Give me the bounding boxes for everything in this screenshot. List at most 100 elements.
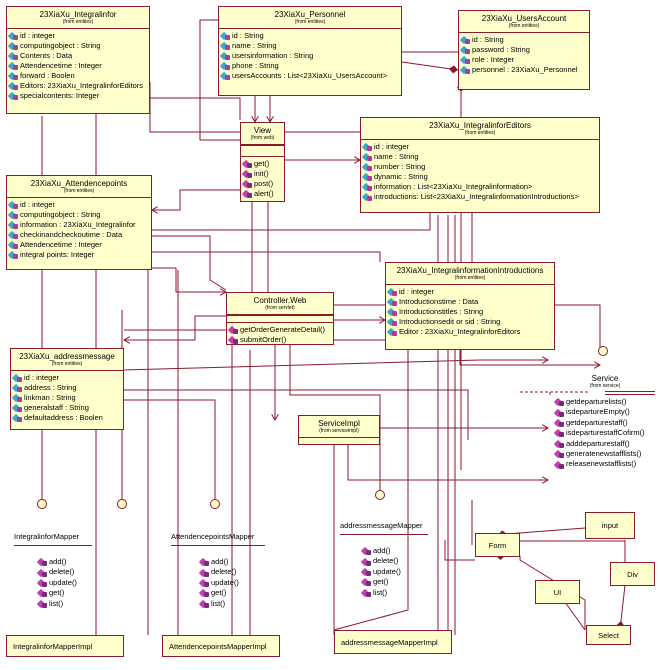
method-text: list() (49, 598, 64, 608)
method-text: add() (373, 546, 391, 555)
method-icon (553, 449, 564, 459)
method-row: init() (241, 169, 282, 179)
class-service-divider (605, 391, 655, 392)
attribute-text: number : String (374, 162, 426, 171)
class-personnel[interactable]: 23XiaXu_Personnel (from entities) id : S… (218, 6, 402, 96)
method-row: get() (36, 588, 77, 598)
method-icon (241, 169, 252, 179)
impl-integralinfor[interactable]: IntegralinforMapperImpl (6, 635, 124, 657)
attribute-text: personnel : 23XiaXu_Personnel (472, 65, 578, 74)
method-icon (553, 418, 564, 428)
class-serviceimpl-name: ServiceImpl (318, 419, 360, 428)
attribute-text: generalstaff : String (24, 403, 89, 412)
widget-div[interactable]: Div (610, 562, 655, 586)
mapper-attendencepoints-name: AttendencepointsMapper (171, 532, 255, 541)
method-icon (36, 568, 47, 577)
method-icon (553, 460, 564, 469)
class-personnel-stereotype: (from entities) (294, 19, 326, 25)
class-personnel-header: 23XiaXu_Personnel (from entities) (219, 7, 401, 29)
method-icon (227, 325, 238, 335)
class-integralinfor[interactable]: 23XiaXu_Integralinfor (from entities) id… (6, 6, 150, 114)
class-controller[interactable]: Controller.Web (from servlet) getOrderGe… (226, 292, 334, 345)
attribute-text: id : String (232, 31, 264, 40)
attribute-icon (361, 172, 372, 182)
attribute-icon (459, 45, 470, 55)
impl-attendencepoints[interactable]: AttendencepointsMapperImpl (162, 635, 280, 657)
widget-ui[interactable]: UI (535, 580, 580, 604)
attribute-icon (361, 152, 372, 162)
attribute-row: role : Integer (459, 55, 587, 65)
mapper-addressmessage-methods: add() delete() update() get() list() (360, 546, 401, 598)
class-view-methods: get() init() post() alert() (241, 156, 284, 199)
method-icon (360, 557, 371, 566)
class-view[interactable]: View (from web) get() init() post() aler… (240, 122, 285, 202)
attribute-text: usersinformation : String (232, 51, 314, 60)
class-serviceimpl[interactable]: ServiceImpl (from serviceimpl) (298, 415, 380, 445)
method-row: isdepartureEmpty() (553, 407, 655, 417)
method-text: delete() (373, 556, 399, 566)
widget-form[interactable]: Form (475, 533, 520, 557)
attribute-text: id : integer (20, 31, 56, 40)
attribute-text: dynamic : String (374, 172, 428, 181)
method-icon (198, 557, 209, 567)
attribute-text: address : String (24, 383, 77, 392)
attribute-row: integral points: Integer (7, 250, 149, 260)
method-icon (241, 179, 252, 189)
class-integralinforeditors[interactable]: 23XiaXu_IntegralinforEditors (from entit… (360, 117, 600, 213)
method-text: getOrderGenerateDetail() (240, 325, 326, 334)
attribute-row: linkman : String (11, 393, 121, 403)
class-introductions-stereotype: (from entities) (454, 275, 486, 281)
method-text: isdeparturestaffCofirm() (566, 428, 645, 438)
attribute-text: Editor : 23XiaXu_IntegralinforEditors (399, 327, 521, 336)
method-row: submitOrder() (227, 335, 331, 344)
attribute-text: computingobject : String (20, 210, 101, 219)
attribute-text: Editors: 23XiaXu_IntegralinforEditors (20, 81, 143, 90)
attribute-icon (7, 81, 18, 91)
class-service[interactable]: Service (from service) getdeparturelists… (553, 374, 655, 484)
method-row: update() (198, 578, 239, 588)
impl-addressmessage[interactable]: addressmessageMapperImpl (334, 630, 452, 654)
method-text: init() (254, 169, 269, 178)
attribute-icon (219, 51, 230, 61)
attribute-row: usersinformation : String (219, 51, 399, 61)
attribute-text: Introductionstitles : String (399, 307, 484, 316)
interface-circle (117, 499, 127, 509)
method-text: list() (373, 587, 388, 597)
attribute-text: introductions: List<23XiaXu_Integralinfo… (374, 192, 579, 201)
mapper-integralinfor-divider (14, 545, 92, 546)
attribute-text: password : String (472, 45, 530, 54)
attribute-icon (7, 240, 18, 250)
widget-input[interactable]: input (585, 512, 635, 539)
widget-select[interactable]: Select (586, 625, 631, 645)
method-text: alert() (254, 189, 274, 198)
attribute-text: name : String (232, 41, 277, 50)
class-usersaccount[interactable]: 23XiaXu_UsersAccount (from entities) id … (458, 10, 590, 90)
attribute-icon (11, 393, 22, 403)
attribute-icon (7, 250, 18, 260)
class-controller-name: Controller.Web (253, 296, 307, 305)
class-introductions[interactable]: 23XiaXu_IntegralinformationIntroductions… (385, 262, 555, 350)
attribute-row: information : List<23XiaXu_Integralinfor… (361, 182, 597, 192)
class-controller-attr-compartment (227, 315, 333, 322)
attribute-text: computingobject : String (20, 41, 101, 50)
attribute-text: linkman : String (24, 393, 76, 402)
attribute-row: id : integer (7, 200, 149, 210)
attribute-icon (386, 287, 397, 297)
attribute-icon (219, 71, 230, 81)
method-row: update() (360, 567, 401, 577)
attribute-icon (11, 383, 22, 393)
class-addressmessage[interactable]: 23XiaXu_addressmessage (from entities) i… (10, 348, 124, 430)
class-attendencepoints[interactable]: 23XiaXu_Attendencepoints (from entities)… (6, 175, 152, 270)
attribute-row: name : String (361, 152, 597, 162)
method-row: add() (198, 557, 239, 567)
attribute-text: forward : Boolen (20, 71, 75, 80)
method-text: add() (211, 557, 229, 566)
class-integralinforeditors-header: 23XiaXu_IntegralinforEditors (from entit… (361, 118, 599, 140)
method-row: get() (360, 577, 401, 587)
method-icon (227, 335, 238, 344)
method-text: releasenewstafflists() (566, 459, 637, 469)
method-icon (198, 578, 209, 588)
attribute-row: name : String (219, 41, 399, 51)
attribute-text: id : integer (399, 287, 435, 296)
class-addressmessage-attributes: id : integer address : String linkman : … (11, 371, 123, 423)
